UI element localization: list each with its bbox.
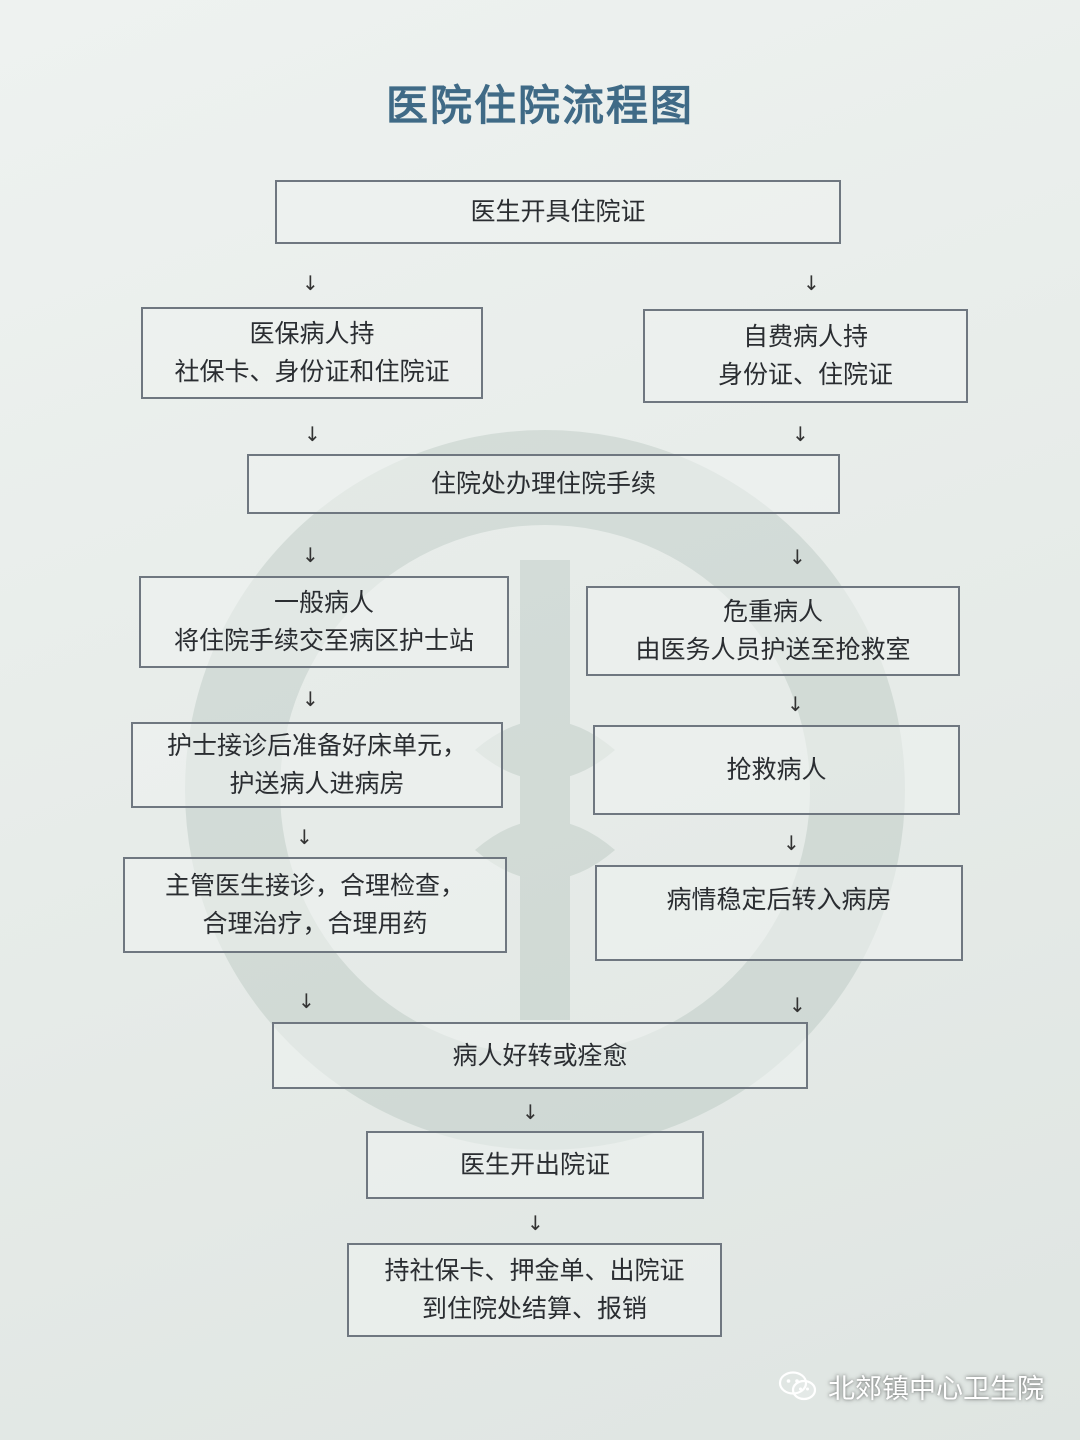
arrow-down-icon: ↓ (789, 993, 806, 1017)
arrow-down-icon: ↓ (302, 271, 319, 295)
arrow-down-icon: ↓ (792, 422, 809, 446)
wechat-icon (778, 1370, 817, 1400)
settlement-box: 持社保卡、押金单、出院证 到住院处结算、报销 (347, 1243, 722, 1337)
general-patient-line-1: 一般病人 (273, 588, 374, 617)
discharge-cert-box: 医生开出院证 (366, 1131, 704, 1199)
arrow-down-icon: ↓ (803, 271, 820, 295)
self-pay-patient-box: 自费病人持 身份证、住院证 (643, 309, 968, 403)
arrow-down-icon: ↓ (304, 422, 321, 446)
admission-procedures-box: 住院处办理住院手续 (247, 454, 840, 514)
arrow-down-icon: ↓ (302, 543, 319, 567)
admission-procedures-line-1: 住院处办理住院手续 (430, 469, 656, 498)
general-patient-line-2: 将住院手续交至病区护士站 (173, 626, 474, 655)
nurse-reception-box: 护士接诊后准备好床单元， 护送病人进病房 (131, 722, 503, 808)
rescue-patient-box: 抢救病人 (593, 725, 960, 815)
rescue-patient-line-1: 抢救病人 (726, 755, 827, 784)
account-watermark: 北郊镇中心卫生院 (778, 1367, 1044, 1406)
arrow-down-icon: ↓ (302, 687, 319, 711)
insured-patient-line-1: 医保病人持 (249, 319, 375, 348)
recovery-line-1: 病人好转或痊愈 (452, 1040, 628, 1070)
critical-patient-line-1: 危重病人 (722, 597, 823, 626)
settlement-line-2: 到住院处结算、报销 (421, 1294, 647, 1323)
issue-admission-cert-box: 医生开具住院证 (275, 180, 841, 244)
nurse-reception-line-2: 护送病人进病房 (229, 769, 405, 798)
arrow-down-icon: ↓ (298, 989, 315, 1013)
discharge-cert-line-1: 医生开出院证 (459, 1150, 610, 1179)
arrow-down-icon: ↓ (296, 825, 313, 849)
settlement-line-1: 持社保卡、押金单、出院证 (384, 1256, 685, 1285)
arrow-down-icon: ↓ (789, 545, 806, 569)
arrow-down-icon: ↓ (527, 1211, 544, 1235)
arrow-down-icon: ↓ (787, 692, 804, 716)
issue-admission-cert-line-1: 医生开具住院证 (470, 197, 646, 226)
insured-patient-box: 医保病人持 社保卡、身份证和住院证 (141, 307, 483, 399)
arrow-down-icon: ↓ (783, 831, 800, 855)
recovery-box: 病人好转或痊愈 (272, 1022, 808, 1089)
attending-doctor-line-1: 主管医生接诊，合理检查， (164, 871, 465, 900)
self-pay-patient-line-1: 自费病人持 (742, 322, 868, 351)
general-patient-box: 一般病人 将住院手续交至病区护士站 (139, 576, 509, 668)
critical-patient-box: 危重病人 由医务人员护送至抢救室 (586, 586, 960, 676)
page-title: 医院住院流程图 (385, 81, 694, 130)
transfer-ward-line-1: 病情稳定后转入病房 (666, 885, 892, 914)
nurse-reception-line-1: 护士接诊后准备好床单元， (166, 731, 467, 760)
critical-patient-line-2: 由医务人员护送至抢救室 (635, 635, 911, 664)
arrow-down-icon: ↓ (522, 1100, 539, 1124)
account-name: 北郊镇中心卫生院 (828, 1374, 1044, 1405)
attending-doctor-line-2: 合理治疗，合理用药 (202, 909, 428, 938)
self-pay-patient-line-2: 身份证、住院证 (717, 360, 893, 389)
attending-doctor-box: 主管医生接诊，合理检查， 合理治疗，合理用药 (123, 857, 507, 953)
transfer-ward-box: 病情稳定后转入病房 (595, 865, 963, 961)
insured-patient-line-2: 社保卡、身份证和住院证 (174, 357, 450, 386)
